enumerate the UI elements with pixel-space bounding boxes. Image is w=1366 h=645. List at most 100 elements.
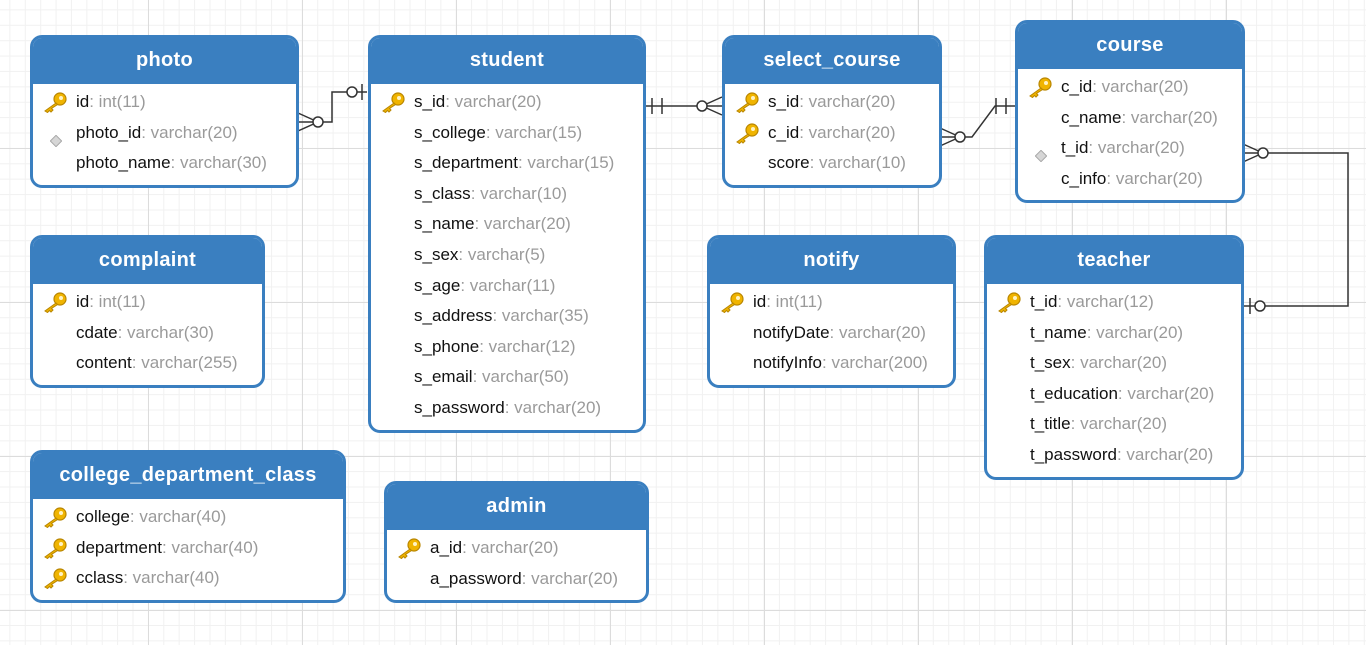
field-type: : varchar(30) — [117, 322, 214, 342]
field-row[interactable]: a_password: varchar(20) — [387, 564, 646, 595]
field-type: : varchar(30) — [170, 153, 267, 173]
field-row[interactable]: notifyInfo: varchar(200) — [710, 348, 953, 379]
field-row[interactable]: s_name: varchar(20) — [371, 209, 643, 240]
field-row[interactable]: id: int(11) — [710, 287, 953, 318]
field-name: t_id — [1030, 292, 1058, 311]
field-row[interactable]: score: varchar(10) — [725, 148, 939, 179]
field-row[interactable]: t_title: varchar(20) — [987, 409, 1241, 440]
field-name: c_info — [1061, 168, 1107, 188]
field-name: s_id — [414, 92, 446, 111]
field-row[interactable]: photo_id: varchar(20) — [33, 118, 296, 149]
entity-title: complaint — [33, 238, 262, 284]
field-row[interactable]: t_password: varchar(20) — [987, 440, 1241, 471]
primary-key-icon — [1026, 76, 1054, 99]
field-row[interactable]: college: varchar(40) — [33, 502, 343, 533]
field-type: : varchar(20) — [474, 214, 571, 234]
field-row[interactable]: cclass: varchar(40) — [33, 563, 343, 594]
field-type: : varchar(15) — [517, 153, 615, 173]
field-name: t_id — [1061, 138, 1089, 158]
field-name: s_address — [414, 306, 493, 326]
field-type: : varchar(50) — [472, 367, 569, 387]
field-name: s_email — [414, 367, 473, 387]
field-name: s_class — [414, 183, 471, 203]
field-name: photo_name — [76, 153, 171, 173]
entity-title: select_course — [725, 38, 939, 84]
field-row[interactable]: a_id: varchar(20) — [387, 533, 646, 564]
field-row[interactable]: s_id: varchar(20) — [725, 87, 939, 118]
field-row[interactable]: t_education: varchar(20) — [987, 379, 1241, 410]
field-name: s_college — [414, 122, 486, 142]
field-row[interactable]: c_info: varchar(20) — [1018, 164, 1242, 195]
foreign-key-icon — [49, 127, 63, 147]
entity-title: college_department_class — [33, 453, 343, 499]
field-row[interactable]: id: int(11) — [33, 287, 262, 318]
field-row[interactable]: s_college: varchar(15) — [371, 118, 643, 149]
field-type: : varchar(20) — [141, 122, 238, 142]
field-row[interactable]: c_name: varchar(20) — [1018, 103, 1242, 134]
entity-title: student — [371, 38, 643, 84]
field-type: : varchar(20) — [1117, 383, 1215, 403]
entity-fields: id: int(11)cdate: varchar(30)content: va… — [33, 284, 262, 385]
field-type: : varchar(15) — [485, 122, 583, 142]
field-row[interactable]: s_email: varchar(50) — [371, 362, 643, 393]
field-row[interactable]: t_sex: varchar(20) — [987, 348, 1241, 379]
field-row[interactable]: photo_name: varchar(30) — [33, 148, 296, 179]
field-type: : varchar(20) — [799, 92, 896, 111]
field-name: c_name — [1061, 107, 1122, 127]
primary-key-icon — [733, 122, 761, 144]
field-type: : varchar(255) — [131, 353, 238, 373]
field-type: : varchar(20) — [1086, 322, 1184, 342]
field-row[interactable]: s_sex: varchar(5) — [371, 240, 643, 271]
primary-key-icon — [41, 506, 69, 529]
field-row[interactable]: s_age: varchar(11) — [371, 271, 643, 302]
field-row[interactable]: content: varchar(255) — [33, 348, 262, 379]
field-name: c_id — [768, 122, 800, 142]
field-row[interactable]: t_name: varchar(20) — [987, 318, 1241, 349]
field-name: s_phone — [414, 336, 480, 356]
field-row[interactable]: department: varchar(40) — [33, 533, 343, 564]
field-row[interactable]: c_id: varchar(20) — [1018, 72, 1242, 103]
field-row[interactable]: cdate: varchar(30) — [33, 318, 262, 349]
field-name: s_department — [414, 153, 518, 173]
field-row[interactable]: s_class: varchar(10) — [371, 179, 643, 210]
field-row[interactable]: s_address: varchar(35) — [371, 301, 643, 332]
field-row[interactable]: s_department: varchar(15) — [371, 148, 643, 179]
field-type: : varchar(5) — [458, 244, 546, 264]
foreign-key-icon — [1034, 142, 1048, 163]
primary-key-icon — [395, 537, 423, 560]
field-row[interactable]: s_password: varchar(20) — [371, 393, 643, 424]
entity-fields: a_id: varchar(20)a_password: varchar(20) — [387, 530, 646, 600]
field-name: cclass — [76, 568, 124, 588]
relationship-select-course-course — [939, 98, 1015, 147]
field-type: : varchar(20) — [1106, 168, 1203, 188]
primary-key-icon — [41, 567, 69, 590]
field-name: t_name — [1030, 322, 1087, 342]
field-row[interactable]: s_phone: varchar(12) — [371, 332, 643, 363]
field-row[interactable]: c_id: varchar(20) — [725, 118, 939, 149]
field-row[interactable]: s_id: varchar(20) — [371, 87, 643, 118]
field-row[interactable]: t_id: varchar(20) — [1018, 133, 1242, 164]
field-type: : varchar(40) — [123, 568, 220, 588]
field-type: : varchar(20) — [504, 397, 602, 417]
field-type: : varchar(10) — [470, 183, 568, 203]
field-row[interactable]: notifyDate: varchar(20) — [710, 318, 953, 349]
field-name: t_sex — [1030, 353, 1071, 373]
field-type: : varchar(20) — [1116, 444, 1214, 464]
field-row[interactable]: id: int(11) — [33, 87, 296, 118]
field-type: : varchar(20) — [799, 122, 896, 142]
field-name: s_sex — [414, 244, 459, 264]
field-row[interactable]: t_id: varchar(12) — [987, 287, 1241, 318]
field-type: : varchar(12) — [479, 336, 576, 356]
entity-fields: college: varchar(40)department: varchar(… — [33, 499, 343, 600]
field-name: department — [76, 537, 162, 557]
